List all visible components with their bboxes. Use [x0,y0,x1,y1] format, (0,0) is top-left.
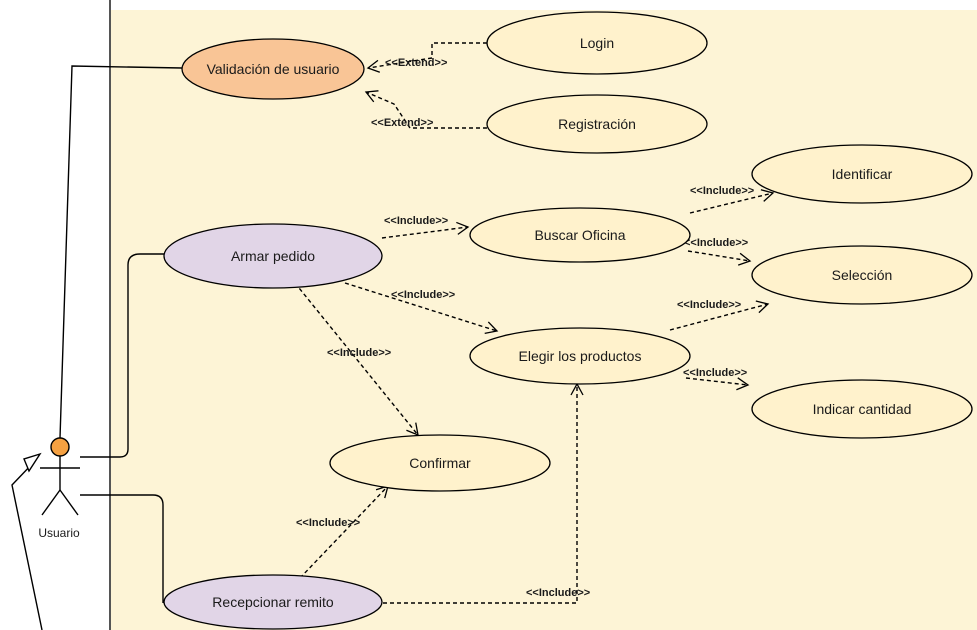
use-case-buscar-oficina[interactable]: Buscar Oficina [469,207,691,263]
use-case-login[interactable]: Login [486,11,708,75]
generalization-triangle-icon [23,452,42,473]
association-usuario-validacion [59,65,183,439]
include-recepcionar-elegir-label: <<Include>> [526,587,590,599]
include-buscar-identificar-label: <<Include>> [690,185,754,197]
extend-registracion-label: <<Extend>> [371,117,433,129]
use-case-registracion-label: Registración [558,116,636,132]
use-case-buscar-oficina-label: Buscar Oficina [534,227,625,243]
include-recepcionar-confirmar-label: <<Include>> [296,517,360,529]
include-buscar-seleccion [687,250,752,266]
actor-label: Usuario [38,526,80,540]
include-elegir-cantidad [685,377,750,391]
use-case-recepcionar-remito[interactable]: Recepcionar remito [163,574,383,630]
extend-login-label: <<Extend>> [385,57,447,69]
include-armar-confirmar-label: <<Include>> [327,347,391,359]
include-armar-elegir [344,282,499,335]
include-recepcionar-elegir [383,382,584,604]
include-elegir-seleccion-label: <<Include>> [677,299,741,311]
include-armar-elegir-label: <<Include>> [391,289,455,301]
association-usuario-recepcionar [80,494,164,603]
association-usuario-armar-pedido [80,253,165,458]
use-case-confirmar[interactable]: Confirmar [329,434,551,492]
generalization-line [11,461,43,630]
include-buscar-seleccion-label: <<Include>> [684,237,748,249]
extend-registracion-validacion [364,90,487,129]
include-armar-confirmar [294,282,419,437]
use-case-indicar-cantidad-label: Indicar cantidad [813,401,912,417]
use-case-armar-pedido-label: Armar pedido [231,248,315,264]
use-case-validacion-label: Validación de usuario [207,61,340,77]
actor-usuario[interactable]: Usuario [38,437,80,540]
include-elegir-cantidad-label: <<Include>> [683,367,747,379]
include-armar-buscar [381,221,470,239]
use-case-elegir-productos[interactable]: Elegir los productos [469,327,691,385]
actor-right-leg [59,489,79,516]
actor-left-leg [41,489,61,516]
use-case-validacion[interactable]: Validación de usuario [181,38,365,100]
use-case-seleccion-label: Selección [832,267,893,283]
use-case-login-label: Login [580,35,614,51]
include-armar-buscar-label: <<Include>> [384,215,448,227]
use-case-indicar-cantidad[interactable]: Indicar cantidad [751,379,973,439]
include-elegir-seleccion [669,300,770,331]
use-case-registracion[interactable]: Registración [486,94,708,154]
use-case-identificar[interactable]: Identificar [751,144,973,204]
use-case-elegir-productos-label: Elegir los productos [519,348,642,364]
use-case-identificar-label: Identificar [832,166,893,182]
actor-head-icon [50,437,70,457]
include-recepcionar-confirmar [299,485,389,579]
use-case-armar-pedido[interactable]: Armar pedido [163,223,383,289]
include-buscar-identificar [689,189,775,214]
use-case-seleccion[interactable]: Selección [751,245,973,305]
use-case-recepcionar-remito-label: Recepcionar remito [212,594,334,610]
use-case-confirmar-label: Confirmar [409,455,471,471]
